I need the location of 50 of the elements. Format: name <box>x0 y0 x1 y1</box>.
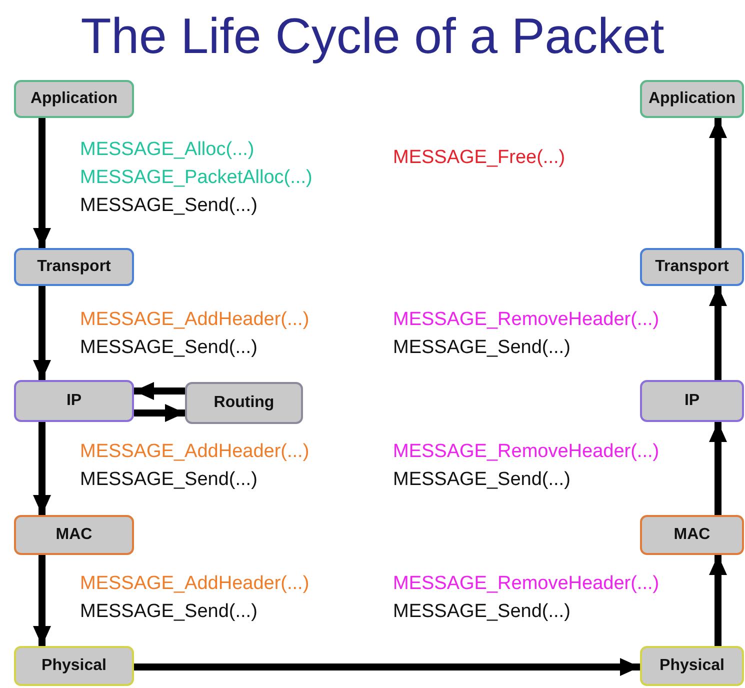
node-label: Transport <box>37 258 111 276</box>
function-call-label: MESSAGE_Send(...) <box>80 194 258 218</box>
layer-box <box>640 515 744 555</box>
layer-box <box>14 646 134 686</box>
node-label: IP <box>66 392 82 410</box>
layer-box <box>14 380 134 422</box>
function-call-label: MESSAGE_RemoveHeader(...) <box>393 572 660 596</box>
layer-box <box>185 382 303 424</box>
layer-box <box>14 80 134 118</box>
node-label: MAC <box>56 526 92 544</box>
node-label: MAC <box>674 526 710 544</box>
function-call-label: MESSAGE_Send(...) <box>393 468 570 492</box>
function-call-label: MESSAGE_Send(...) <box>393 336 570 360</box>
node-label: IP <box>684 392 700 410</box>
function-call-label: MESSAGE_AddHeader(...) <box>80 572 310 596</box>
layer-box <box>14 515 134 555</box>
layer-box <box>640 646 744 686</box>
function-call-label: MESSAGE_AddHeader(...) <box>80 308 310 332</box>
layer-box <box>640 248 744 286</box>
node-label: Routing <box>214 394 274 412</box>
function-call-label: MESSAGE_RemoveHeader(...) <box>393 440 660 464</box>
arrow <box>709 422 727 515</box>
arrow <box>134 382 185 400</box>
arrow <box>134 658 640 676</box>
node-label: Application <box>648 90 736 108</box>
function-call-label: MESSAGE_PacketAlloc(...) <box>80 166 312 190</box>
node-label: Physical <box>42 657 106 675</box>
arrow <box>33 422 51 515</box>
node-label: Transport <box>655 258 729 276</box>
arrow <box>709 555 727 646</box>
node-label: Application <box>30 90 118 108</box>
title: The Life Cycle of a Packet <box>80 7 666 66</box>
function-call-label: MESSAGE_AddHeader(...) <box>80 440 310 464</box>
node-label: Physical <box>660 657 724 675</box>
layer-box <box>640 380 744 422</box>
function-call-label: MESSAGE_Free(...) <box>393 146 566 170</box>
function-call-label: MESSAGE_Send(...) <box>80 336 258 360</box>
function-call-label: MESSAGE_RemoveHeader(...) <box>393 308 660 332</box>
layer-box <box>640 80 744 118</box>
arrow <box>33 286 51 380</box>
arrow <box>33 118 51 248</box>
function-call-label: MESSAGE_Alloc(...) <box>80 138 254 162</box>
function-call-label: MESSAGE_Send(...) <box>80 600 258 624</box>
layer-box <box>14 248 134 286</box>
arrow <box>709 286 727 380</box>
function-call-label: MESSAGE_Send(...) <box>80 468 258 492</box>
arrow <box>33 555 51 646</box>
arrow <box>134 404 185 422</box>
arrow <box>709 118 727 248</box>
function-call-label: MESSAGE_Send(...) <box>393 600 570 624</box>
